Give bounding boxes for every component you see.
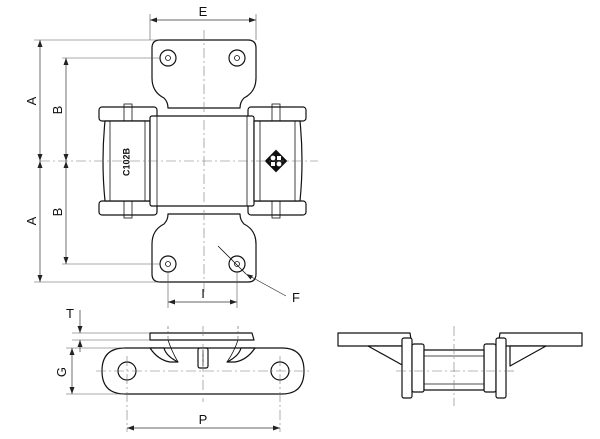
dim-label-b-upper: B [50, 106, 65, 115]
part-marking: C102B [121, 147, 131, 176]
left-lower-link-plate [98, 200, 158, 216]
right-upper-link-plate [247, 106, 307, 122]
side-attachment-flange [149, 332, 255, 341]
end-left-inner-plate [411, 343, 425, 393]
dim-label-g: G [54, 367, 69, 377]
dim-label-p: P [199, 412, 208, 427]
top-view: C102B [40, 30, 318, 292]
dim-label-t: T [66, 306, 74, 321]
dim-label-a-upper: A [24, 96, 39, 105]
end-left-outer-plate [401, 337, 413, 399]
right-lower-link-plate [247, 200, 307, 216]
side-view-dimensions: T G P [54, 306, 280, 431]
end-right-inner-plate [483, 343, 497, 393]
dim-label-a-lower: A [24, 216, 39, 225]
top-right-hole [228, 49, 246, 67]
dim-label-i: I [201, 286, 205, 301]
end-right-outer-plate [495, 337, 507, 399]
left-upper-link-plate [98, 106, 158, 122]
side-view [96, 326, 312, 432]
dim-label-f: F [292, 290, 300, 305]
dim-label-e: E [199, 4, 208, 19]
end-attachment-wing-left [337, 332, 413, 347]
dim-label-b-lower: B [50, 208, 65, 217]
bottom-left-hole [159, 255, 177, 273]
bottom-right-hole [228, 255, 246, 273]
top-view-dimensions: A A B B E I F [24, 4, 300, 308]
top-left-hole [159, 49, 177, 67]
end-view [337, 326, 583, 406]
end-attachment-wing-right [497, 332, 583, 347]
